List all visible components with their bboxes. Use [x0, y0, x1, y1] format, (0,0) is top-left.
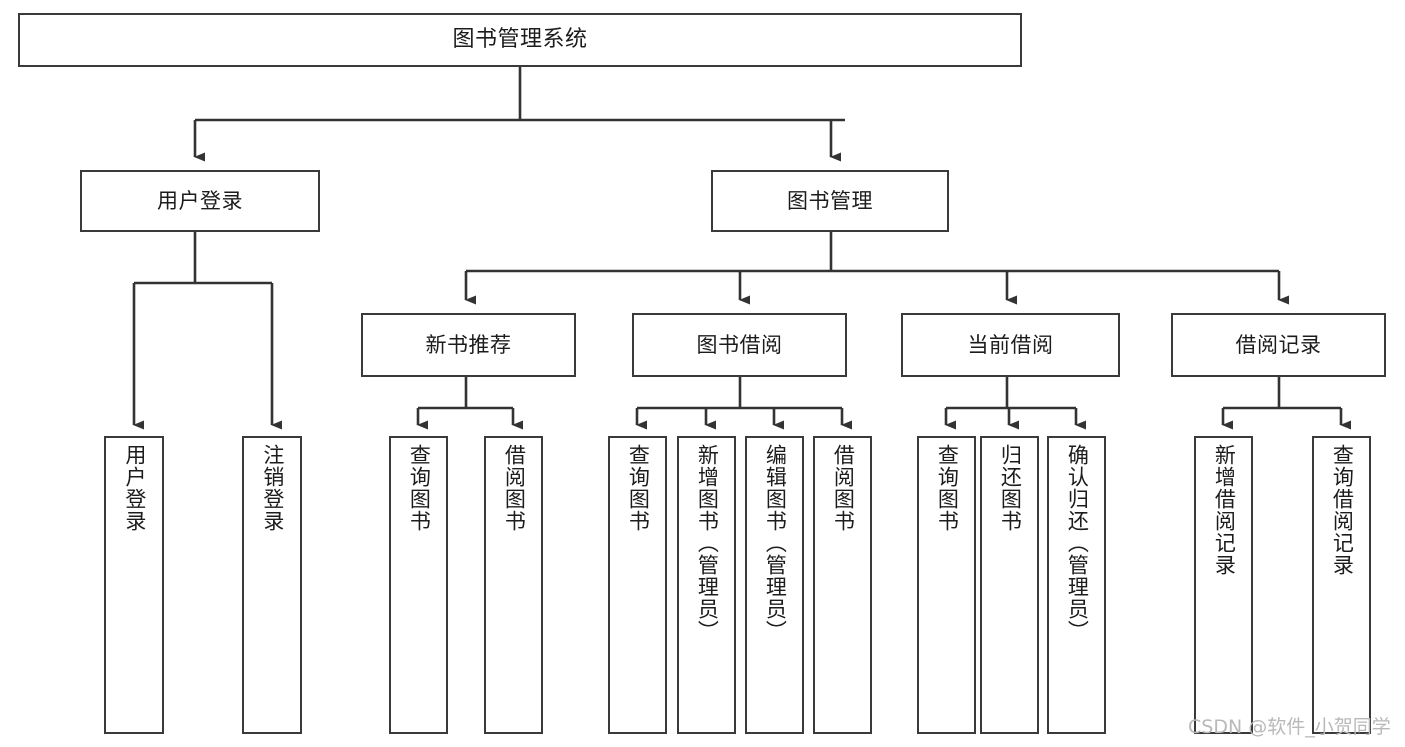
node-leaf-bb-edit-book-label: 编辑图书（管理员）	[763, 444, 788, 642]
node-leaf-cb-query-book-label: 查询图书	[935, 444, 960, 532]
node-current-borrow[interactable]: 当前借阅	[901, 313, 1120, 377]
node-leaf-br-add-record[interactable]: 新增借阅记录	[1194, 436, 1253, 734]
node-leaf-bb-edit-book[interactable]: 编辑图书（管理员）	[745, 436, 804, 734]
node-leaf-bb-borrow-book[interactable]: 借阅图书	[813, 436, 872, 734]
node-leaf-logout[interactable]: 注销登录	[242, 436, 302, 734]
node-borrow-record[interactable]: 借阅记录	[1171, 313, 1386, 377]
node-leaf-nb-query-book[interactable]: 查询图书	[389, 436, 448, 734]
node-root-system[interactable]: 图书管理系统	[18, 13, 1022, 67]
node-leaf-nb-borrow-book[interactable]: 借阅图书	[484, 436, 543, 734]
node-book-management[interactable]: 图书管理	[711, 170, 949, 232]
csdn-watermark: CSDN @软件_小贺同学	[1188, 716, 1391, 738]
node-leaf-nb-query-book-label: 查询图书	[407, 444, 432, 532]
node-leaf-cb-return-book-label: 归还图书	[998, 444, 1023, 532]
node-new-book-recommend[interactable]: 新书推荐	[361, 313, 576, 377]
node-leaf-bb-borrow-book-label: 借阅图书	[831, 444, 856, 532]
node-current-borrow-label: 当前借阅	[967, 332, 1054, 357]
node-leaf-cb-confirm-return-label: 确认归还（管理员）	[1065, 444, 1090, 642]
node-book-management-label: 图书管理	[787, 188, 873, 213]
node-leaf-br-query-record[interactable]: 查询借阅记录	[1312, 436, 1371, 734]
node-leaf-bb-query-book[interactable]: 查询图书	[608, 436, 667, 734]
node-user-login-label: 用户登录	[157, 188, 243, 213]
node-user-login[interactable]: 用户登录	[80, 170, 320, 232]
node-leaf-bb-query-book-label: 查询图书	[626, 444, 651, 532]
node-leaf-user-login[interactable]: 用户登录	[104, 436, 164, 734]
node-book-borrow-label: 图书借阅	[696, 332, 783, 357]
node-leaf-user-login-label: 用户登录	[122, 444, 147, 532]
node-leaf-cb-confirm-return[interactable]: 确认归还（管理员）	[1047, 436, 1106, 734]
node-root-system-label: 图书管理系统	[452, 27, 588, 53]
node-leaf-br-add-record-label: 新增借阅记录	[1212, 444, 1237, 576]
node-leaf-logout-label: 注销登录	[260, 444, 285, 532]
node-leaf-cb-return-book[interactable]: 归还图书	[980, 436, 1039, 734]
node-book-borrow[interactable]: 图书借阅	[632, 313, 847, 377]
node-borrow-record-label: 借阅记录	[1235, 332, 1322, 357]
node-leaf-bb-add-book-label: 新增图书（管理员）	[695, 444, 720, 642]
node-leaf-bb-add-book[interactable]: 新增图书（管理员）	[677, 436, 736, 734]
node-leaf-cb-query-book[interactable]: 查询图书	[917, 436, 976, 734]
node-leaf-br-query-record-label: 查询借阅记录	[1330, 444, 1355, 576]
node-new-book-recommend-label: 新书推荐	[425, 332, 512, 357]
node-leaf-nb-borrow-book-label: 借阅图书	[502, 444, 527, 532]
